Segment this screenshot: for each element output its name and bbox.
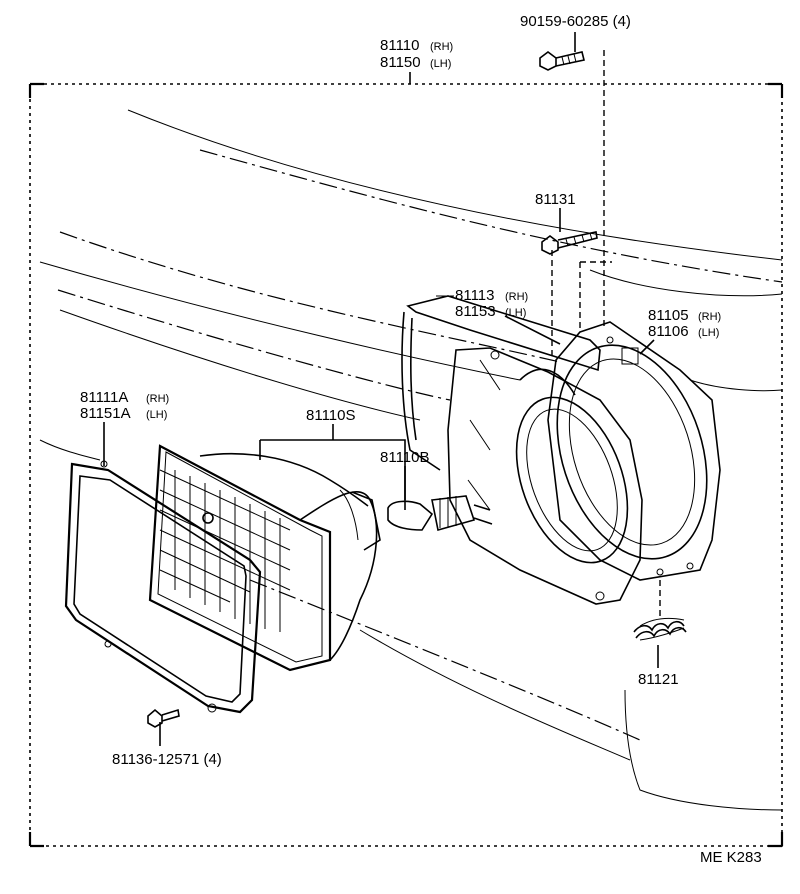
label-81151a: 81151A	[80, 405, 131, 422]
vehicle-body-outline	[39, 109, 783, 811]
sealed-beam-81110s	[148, 444, 381, 672]
label-81153: 81153	[455, 303, 496, 320]
footer-code: ME K283	[700, 849, 762, 866]
label-81150: 81150	[380, 54, 421, 71]
label-81110s: 81110S	[306, 407, 356, 424]
label-81111a: 81111A	[80, 389, 128, 406]
label-81113-side: (RH)	[505, 291, 528, 303]
bolt-90159-icon	[539, 51, 585, 71]
label-81106-side: (LH)	[698, 327, 719, 339]
label-81136: 81136-12571 (4)	[112, 751, 222, 768]
label-81113: 81113	[455, 287, 495, 304]
label-81105: 81105	[648, 307, 689, 324]
gasket-81113	[401, 295, 601, 471]
label-81105-side: (RH)	[698, 311, 721, 323]
part-labels: 90159-60285 (4) 81110 (RH) 81150 (LH) 81…	[80, 13, 762, 866]
housing-81113	[447, 347, 643, 605]
screw-81131-icon	[541, 231, 598, 255]
leader-lines	[103, 32, 661, 746]
label-81106: 81106	[648, 323, 689, 340]
label-81121: 81121	[638, 671, 679, 688]
label-81150-side: (LH)	[430, 58, 451, 70]
screw-81136-icon	[147, 708, 180, 728]
label-81110b: 81110B	[380, 449, 430, 466]
mounting-ring-81105	[547, 321, 721, 581]
bulb-81110b-icon	[387, 495, 493, 532]
diagram-frame	[28, 82, 784, 848]
label-81153-side: (LH)	[505, 307, 526, 319]
label-81110-side: (RH)	[430, 41, 453, 53]
label-90159: 90159-60285 (4)	[520, 13, 631, 30]
label-81151a-side: (LH)	[146, 409, 167, 421]
label-81110: 81110	[380, 37, 420, 54]
spring-81121-icon	[633, 617, 687, 641]
retaining-ring-81111a	[64, 460, 262, 714]
label-81111a-side: (RH)	[146, 393, 169, 405]
label-81131: 81131	[535, 191, 576, 208]
